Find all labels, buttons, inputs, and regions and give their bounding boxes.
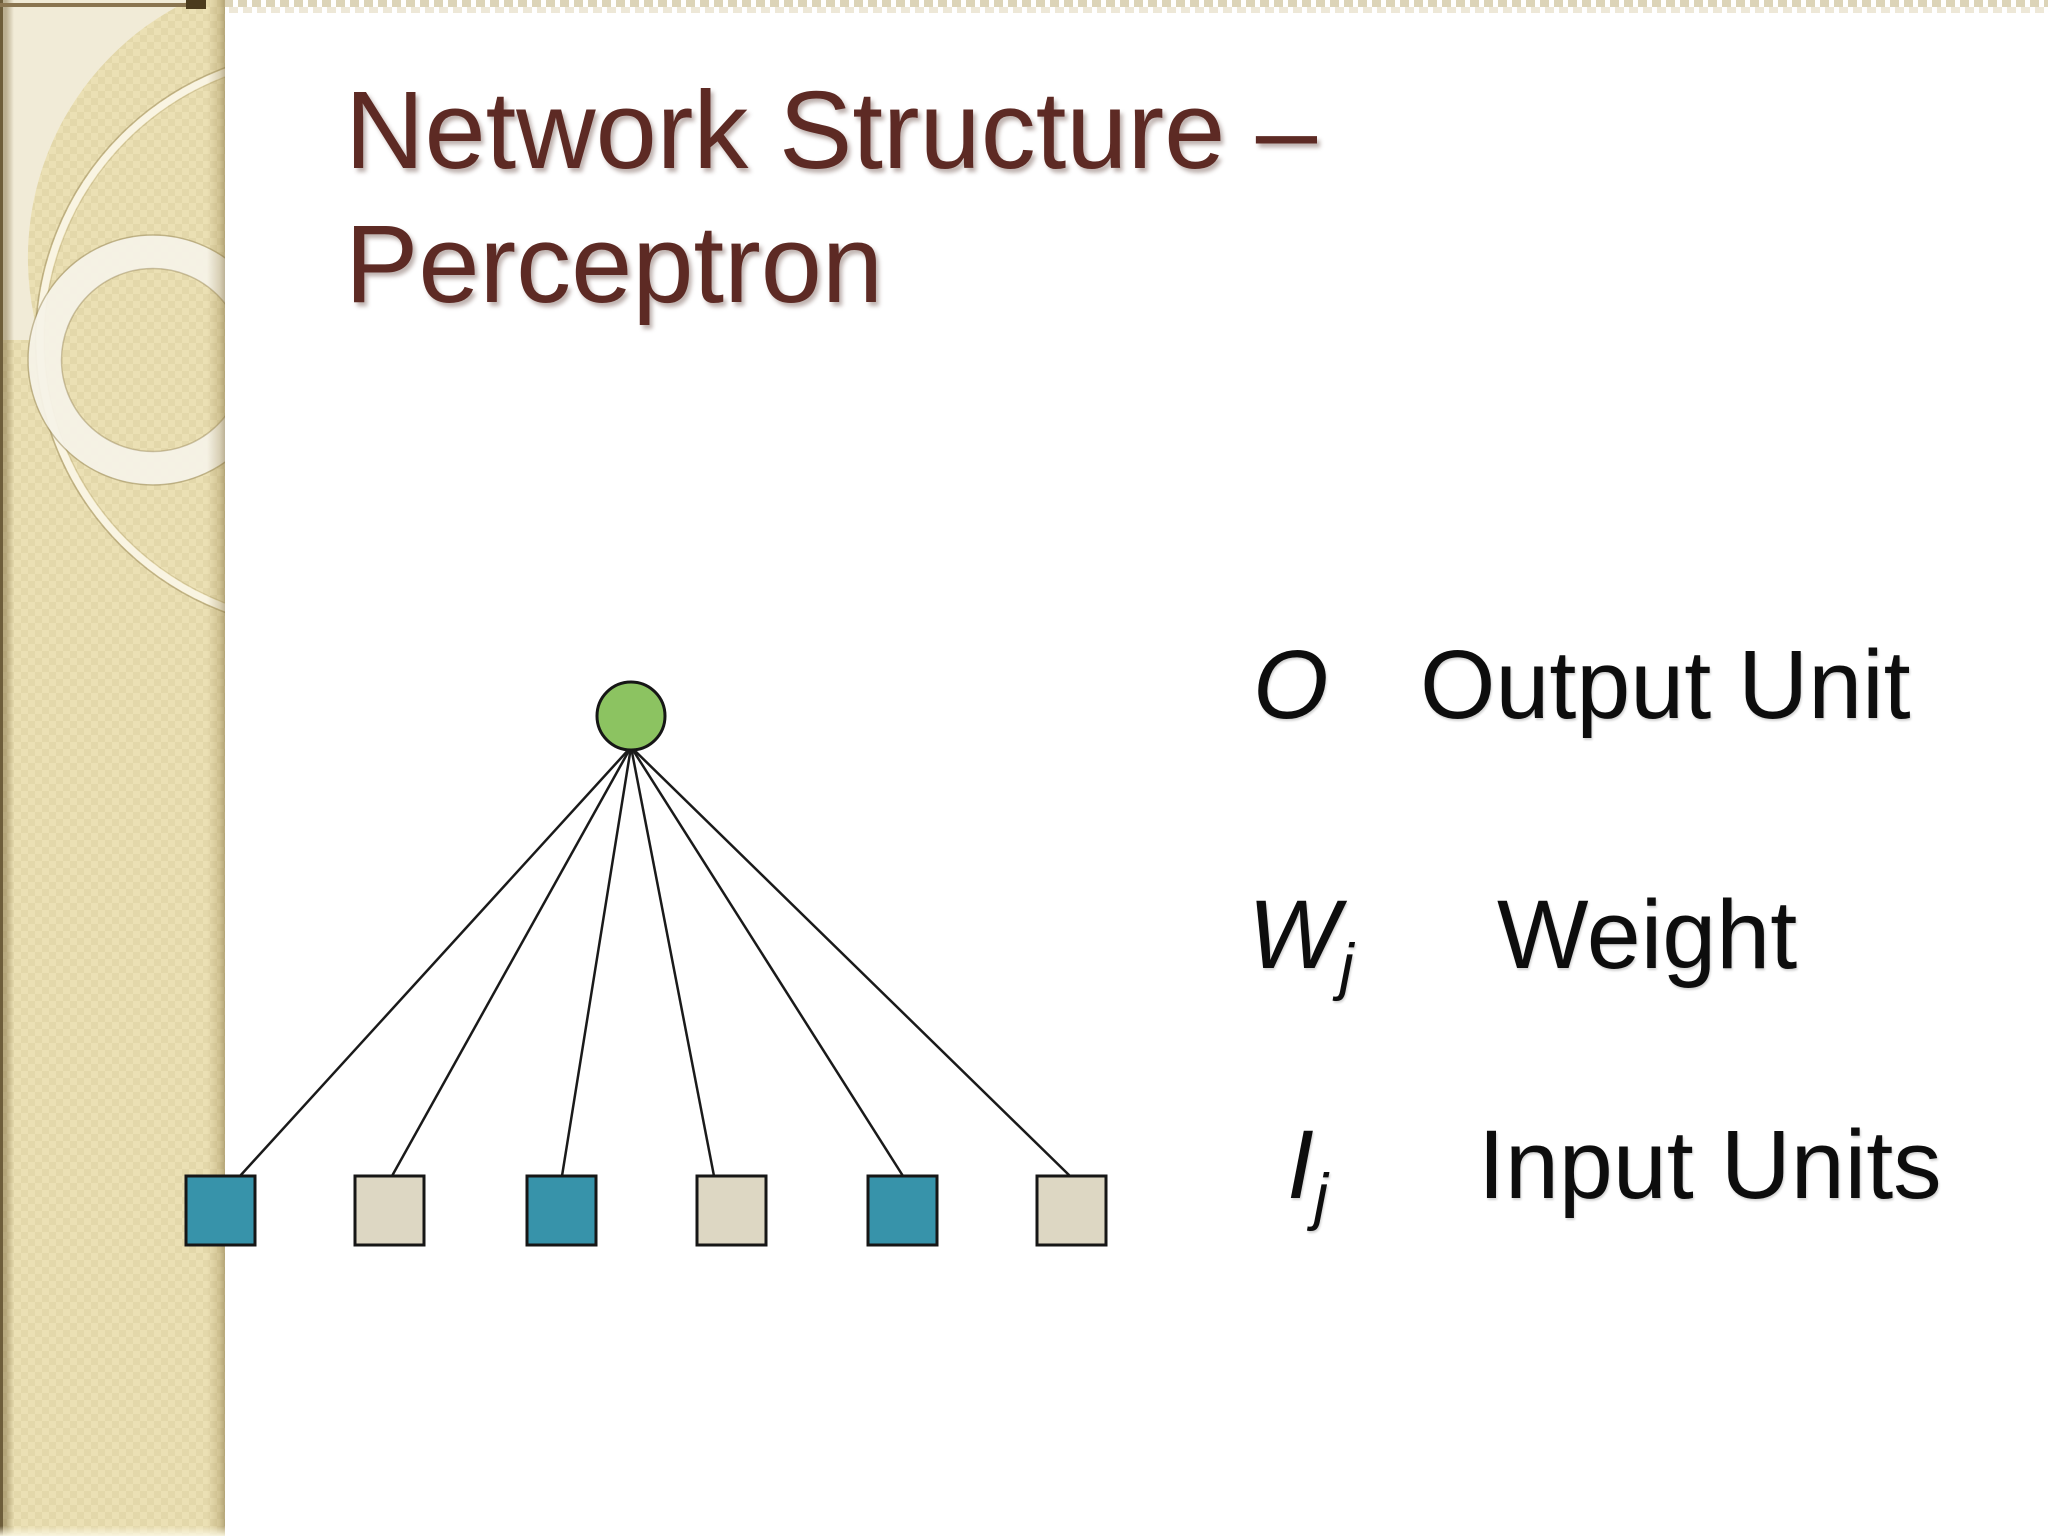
legend-symbol-input: Ij xyxy=(1287,1110,1328,1232)
input-square xyxy=(184,1174,257,1247)
connection-line xyxy=(629,746,716,1177)
connection-line xyxy=(239,746,632,1177)
legend-symbol-output: O xyxy=(1253,630,1329,739)
input-square xyxy=(353,1174,426,1247)
output-node xyxy=(595,680,667,752)
legend-label-output: Output Unit xyxy=(1420,630,1911,739)
sidebar-bottom-edge xyxy=(0,1526,225,1536)
input-square xyxy=(525,1174,598,1247)
sidebar-right-edge xyxy=(207,0,225,1536)
thick-ring-inner-rim xyxy=(60,267,225,453)
sidebar-left-edge xyxy=(0,0,14,1536)
connection-line xyxy=(560,746,633,1177)
connection-line xyxy=(630,746,1071,1177)
thick-ring-outer-rim xyxy=(27,234,225,486)
top-accent-line xyxy=(0,3,186,7)
legend-symbol-weight: Wj xyxy=(1248,880,1354,1002)
page-title: Network Structure – Perceptron xyxy=(345,64,1845,332)
connection-line xyxy=(629,746,905,1177)
top-accent-line-end xyxy=(186,0,206,9)
legend-label-weight: Weight xyxy=(1497,880,1798,989)
sidebar-wedge-shape xyxy=(0,0,190,340)
thick-ring-circle xyxy=(28,235,225,485)
title-line-2: Perceptron xyxy=(345,203,884,326)
sidebar xyxy=(0,0,225,1536)
top-border-pattern xyxy=(0,0,2048,14)
connection-line xyxy=(390,746,633,1177)
sidebar-decor xyxy=(0,0,225,614)
input-square xyxy=(866,1174,939,1247)
input-square xyxy=(695,1174,768,1247)
input-square xyxy=(1035,1174,1108,1247)
legend-label-input: Input Units xyxy=(1478,1110,1942,1219)
title-line-1: Network Structure – xyxy=(345,69,1318,192)
